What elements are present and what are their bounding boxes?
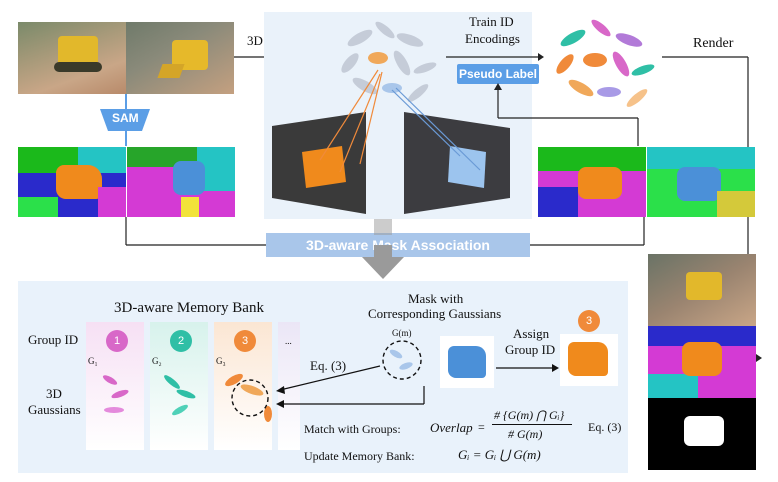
assign-line1: Assign	[513, 326, 550, 341]
gaussians-label-line1: 3D	[46, 386, 62, 401]
overlap-numerator: # {G(m) ⋂ Gᵢ}	[494, 408, 565, 422]
projection-rays	[319, 69, 481, 173]
sam-mask-2	[127, 147, 235, 217]
group-g3: G₃	[216, 356, 226, 366]
rendered-mask-1	[538, 147, 646, 217]
matching-arrows	[276, 364, 559, 408]
sam-label: SAM	[112, 111, 139, 125]
encodings-label: Encodings	[465, 31, 520, 46]
eq3-right: Eq. (3)	[588, 420, 622, 434]
overlap-label: Overlap	[430, 420, 473, 435]
group-badge-1: 1	[106, 330, 128, 352]
pseudo-label-box: Pseudo Label	[457, 64, 539, 84]
group-gaussians-3	[225, 373, 272, 422]
down-arrow	[362, 219, 404, 279]
render-binary-mask	[648, 398, 756, 470]
group-badge-3: 3	[234, 330, 256, 352]
arrow-photo-to-sam	[125, 94, 127, 109]
group-g2: G₂	[152, 356, 162, 366]
group-id-label: Group ID	[28, 332, 79, 347]
rendered-mask-2	[647, 147, 755, 217]
mask-with-line1: Mask with	[408, 291, 464, 306]
colored-gaussian-cloud	[556, 19, 655, 107]
render-photo	[648, 254, 756, 326]
fraction-line	[492, 424, 572, 425]
arrow-to-train-id	[446, 53, 544, 61]
assigned-mask-image	[560, 334, 618, 386]
group-more: ...	[285, 336, 292, 346]
match-with-groups-label: Match with Groups:	[304, 422, 401, 436]
association-lines	[125, 217, 645, 246]
mask-m-image	[440, 336, 494, 388]
view-photo-right	[404, 112, 510, 214]
group-badge-2: 2	[170, 330, 192, 352]
view-photo-left	[272, 112, 366, 214]
sam-block	[100, 109, 150, 131]
input-photo-1	[18, 22, 126, 94]
gaussians-label-line2: Gaussians	[28, 402, 81, 417]
mask-with-line2: Corresponding Gaussians	[368, 306, 502, 321]
overlap-denominator: # G(m)	[508, 427, 543, 441]
mask-association-bar: 3D-aware Mask Association	[266, 233, 530, 257]
arrow-sam-to-masks	[125, 131, 127, 146]
gaussian-cloud	[341, 21, 437, 102]
sam-mask-1	[18, 147, 126, 217]
train-id-label: Train ID	[469, 14, 514, 29]
memory-bank-title: 3D-aware Memory Bank	[114, 300, 264, 316]
gm-gaussians	[382, 340, 422, 380]
group-g1: G₁	[88, 356, 98, 366]
input-photo-2	[126, 22, 234, 94]
update-memory-bank-label: Update Memory Bank:	[304, 449, 415, 463]
group-gaussians-1	[102, 375, 129, 413]
eq3-left: Eq. (3)	[310, 358, 347, 373]
gm-label: G(m)	[392, 328, 412, 338]
overlap-equals: =	[478, 420, 485, 434]
render-segmentation	[648, 326, 756, 398]
update-formula: Gᵢ = Gᵢ ⋃ G(m)	[458, 447, 541, 462]
group-column-more	[278, 322, 300, 450]
assigned-badge: 3	[578, 310, 600, 332]
render-label: Render	[693, 36, 734, 51]
group-gaussians-2	[164, 375, 196, 416]
assign-line2: Group ID	[505, 342, 556, 357]
